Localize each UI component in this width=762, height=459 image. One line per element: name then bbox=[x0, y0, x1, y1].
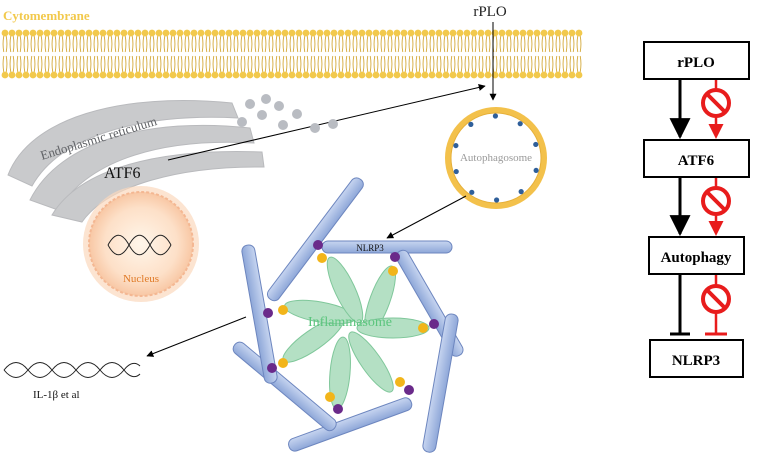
flowchart: rPLO ATF6 Autophagy NLRP3 bbox=[643, 41, 750, 378]
flowchart-step-atf6: ATF6 bbox=[678, 153, 715, 169]
autophagosome-label: Autophagosome bbox=[460, 152, 532, 164]
nlrp3-bar-label: NLRP3 bbox=[356, 243, 384, 253]
atf6-label: ATF6 bbox=[104, 165, 140, 182]
prohibition-icon bbox=[701, 88, 731, 118]
nucleus bbox=[83, 186, 199, 302]
autophagosome-dot bbox=[469, 189, 475, 195]
flowchart-box-autophagy bbox=[648, 236, 745, 275]
flowchart-step-nlrp3: NLRP3 bbox=[672, 353, 720, 369]
flowchart-step-autophagy: Autophagy bbox=[661, 250, 732, 266]
prohibition-icon bbox=[701, 186, 731, 216]
autophagosome-dot bbox=[492, 113, 499, 119]
flowchart-box-atf6 bbox=[643, 139, 750, 178]
autophagosome-dot bbox=[518, 189, 524, 195]
autophagosome-dot bbox=[453, 168, 459, 175]
autophagosome-arrow bbox=[386, 195, 467, 239]
autophagosome-dot bbox=[517, 121, 523, 127]
flowchart-box-rplo bbox=[643, 41, 750, 80]
rplo-label: rPLO bbox=[473, 4, 507, 20]
autophagosome bbox=[445, 107, 547, 209]
inflammasome bbox=[232, 177, 464, 453]
cytomembrane bbox=[1, 29, 583, 79]
autophagosome-dot bbox=[453, 142, 459, 149]
il1b-label: IL-1β et al bbox=[33, 389, 80, 401]
inflammasome-label: Inflammasome bbox=[308, 315, 392, 330]
inflammasome-arrow bbox=[146, 316, 247, 357]
autophagosome-dot bbox=[533, 141, 539, 148]
autophagosome-dot bbox=[493, 197, 500, 203]
atf6-to-rplo-arrow bbox=[167, 84, 486, 161]
nucleus-label: Nucleus bbox=[123, 273, 159, 285]
vesicles bbox=[237, 94, 338, 133]
autophagosome-dot bbox=[468, 121, 474, 127]
autophagosome-dot bbox=[533, 167, 539, 174]
il1b-dna bbox=[3, 362, 141, 378]
flowchart-box-nlrp3 bbox=[649, 339, 744, 378]
cytomembrane-label: Cytomembrane bbox=[3, 8, 90, 23]
prohibition-icon bbox=[701, 284, 731, 314]
flowchart-step-rplo: rPLO bbox=[677, 55, 715, 71]
endoplasmic-reticulum bbox=[7, 100, 265, 223]
